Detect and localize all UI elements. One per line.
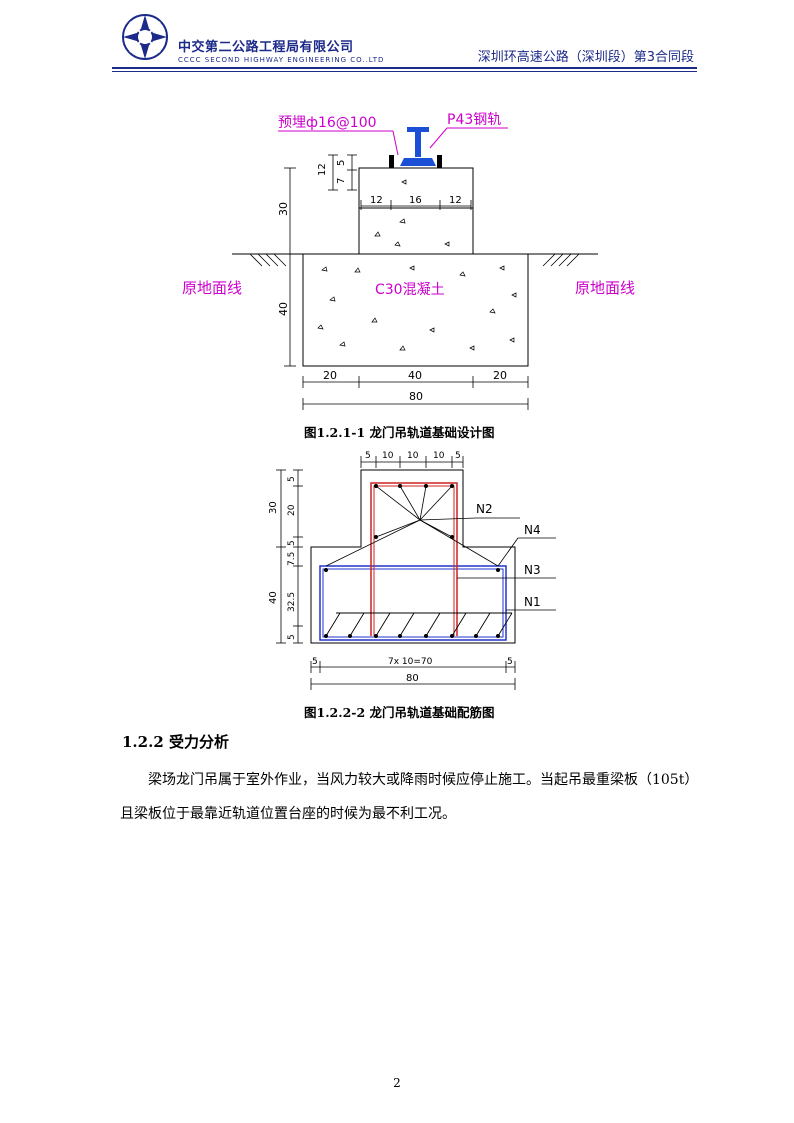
label-ground-left: 原地面线 bbox=[182, 279, 242, 297]
label-ground-right: 原地面线 bbox=[575, 279, 635, 297]
header-rule bbox=[112, 67, 697, 69]
paragraph-text: 梁场龙门吊属于室外作业，当风力较大或降雨时候应停止施工。当起吊最重梁板（105t… bbox=[120, 772, 692, 822]
dim-top-10c: 10 bbox=[433, 451, 445, 461]
dim-bot-5a: 5 bbox=[312, 657, 318, 667]
dim-top-10b: 10 bbox=[407, 451, 419, 461]
logo-emblem-icon bbox=[122, 14, 168, 60]
dim-bot-5b: 5 bbox=[507, 657, 513, 667]
dim-30: 30 bbox=[277, 202, 290, 216]
label-rail: P43钢轨 bbox=[447, 112, 501, 128]
dim-left-5a: 5 bbox=[287, 476, 297, 482]
dim-5: 5 bbox=[336, 160, 347, 166]
dim-bot-80: 80 bbox=[409, 390, 423, 403]
figure1-caption: 图1.2.1-1 龙门吊轨道基础设计图 bbox=[304, 425, 495, 440]
dim-top-16: 16 bbox=[409, 195, 422, 206]
label-embed: 预埋ф16@100 bbox=[278, 115, 377, 131]
dim-left-20: 20 bbox=[287, 504, 297, 516]
dim-left-40: 40 bbox=[268, 591, 279, 604]
dim-left-5c: 5 bbox=[287, 634, 297, 640]
project-name: 深圳环高速公路（深圳段）第3合同段 bbox=[477, 50, 694, 65]
dim-left-5b: 5 bbox=[287, 540, 297, 546]
dim-left-32-5: 32.5 bbox=[287, 592, 297, 612]
company-name-english: CCCC SECOND HIGHWAY ENGINEERING CO.,LTD bbox=[178, 56, 385, 62]
dim-left-30: 30 bbox=[268, 501, 279, 514]
label-n4: N4 bbox=[524, 523, 541, 537]
header-rule-thin bbox=[112, 71, 697, 72]
dim-bot-20a: 20 bbox=[323, 369, 337, 382]
company-name: 中交第二公路工程局有限公司 bbox=[178, 40, 354, 55]
label-n3: N3 bbox=[524, 563, 541, 577]
dim-top-12a: 12 bbox=[370, 195, 383, 206]
figure-rebar-layout: N2 N4 N3 N1 5 10 10 10 5 30 40 5 20 5 7.… bbox=[268, 451, 556, 690]
dim-bot-40: 40 bbox=[408, 369, 422, 382]
label-concrete: C30混凝土 bbox=[375, 282, 445, 298]
dim-top-10a: 10 bbox=[382, 451, 394, 461]
dim-40: 40 bbox=[277, 302, 290, 316]
dim-top-5a: 5 bbox=[365, 451, 371, 461]
section-paragraph: 梁场龙门吊属于室外作业，当风力较大或降雨时候应停止施工。当起吊最重梁板（105t… bbox=[120, 763, 698, 831]
dim-left-7-5: 7.5 bbox=[287, 552, 297, 566]
dim-bot-7x10: 7x 10=70 bbox=[388, 657, 433, 667]
label-n1: N1 bbox=[524, 595, 541, 609]
rail-icon bbox=[400, 127, 436, 166]
company-logo bbox=[120, 12, 170, 62]
dim-bot-20b: 20 bbox=[493, 369, 507, 382]
dim-top-12b: 12 bbox=[449, 195, 462, 206]
page-number: 2 bbox=[393, 1076, 401, 1090]
dim-7: 7 bbox=[336, 178, 347, 184]
section-title: 1.2.2 受力分析 bbox=[122, 733, 229, 751]
figure2-caption: 图1.2.2-2 龙门吊轨道基础配筋图 bbox=[304, 705, 495, 720]
figure-rail-foundation-design: 预埋ф16@100 P43钢轨 C30混凝土 原地面线 原地面线 12 bbox=[182, 112, 635, 410]
label-n2: N2 bbox=[476, 502, 493, 516]
dim-top-5b: 5 bbox=[455, 451, 461, 461]
dim-bot-80: 80 bbox=[406, 673, 419, 684]
dim-12-left: 12 bbox=[317, 163, 328, 176]
